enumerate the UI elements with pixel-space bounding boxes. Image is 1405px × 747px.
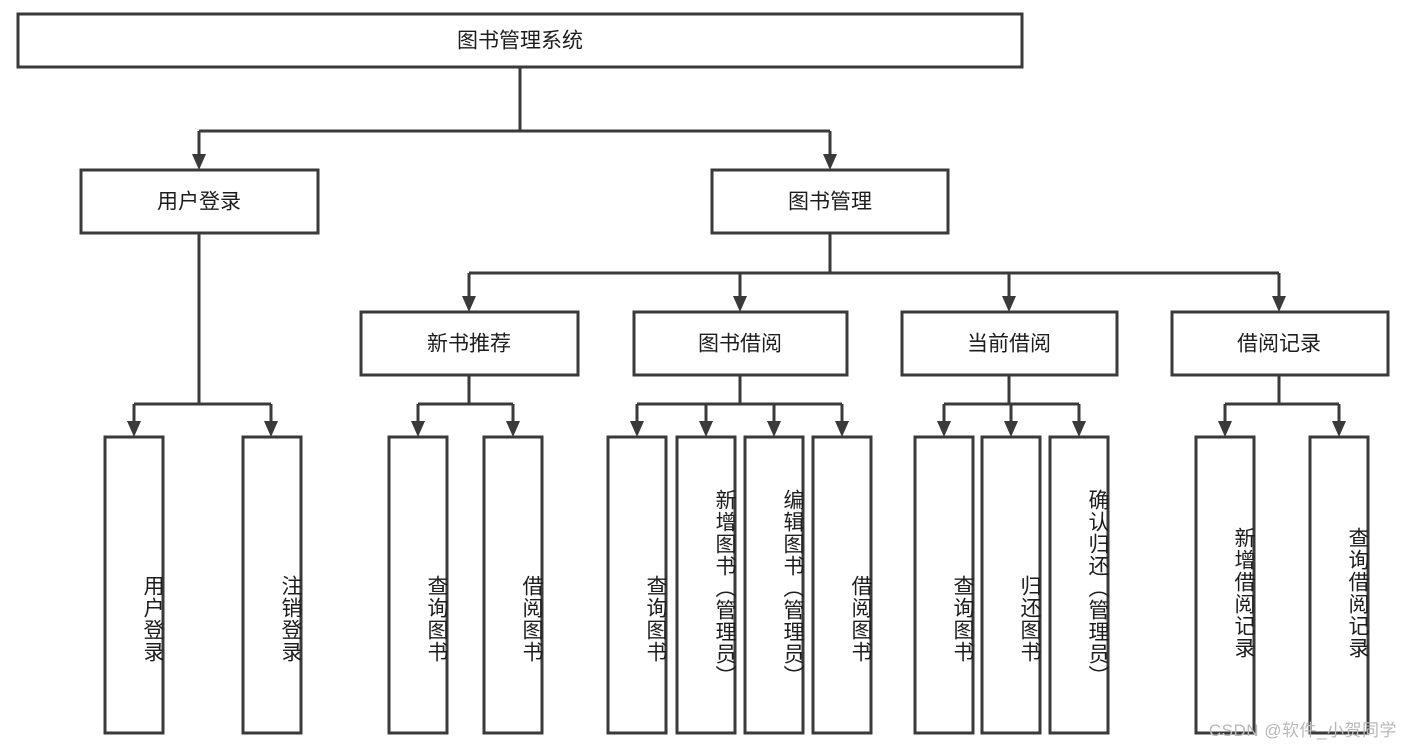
arrowhead-book-manage — [823, 154, 837, 170]
node-box-user-login[interactable] — [79, 168, 320, 235]
arrowhead-leaf-edit-book — [767, 421, 781, 437]
arrowhead-leaf-return-book — [1004, 421, 1018, 437]
arrowhead-new-book-rec — [462, 296, 476, 312]
arrowhead-leaf-query-record — [1332, 421, 1346, 437]
node-box-book-borrow[interactable] — [632, 310, 849, 377]
node-group: 图书管理系统 用户登录 图书管理 新书推荐 图书借阅 当前借阅 借阅记录 — [16, 12, 1390, 735]
arrowhead-borrow-record — [1272, 296, 1286, 312]
node-box-leaf-add-record[interactable] — [1194, 435, 1256, 735]
node-label-new-book-rec: 新书推荐 — [427, 333, 511, 356]
node-box-leaf-query-book-2[interactable] — [606, 435, 668, 735]
arrowhead-book-borrow — [733, 296, 747, 312]
edge-group — [127, 67, 1346, 437]
arrowhead-leaf-query-book-2 — [630, 421, 644, 437]
node-box-leaf-query-book-1[interactable] — [387, 435, 449, 735]
node-box-new-book-rec[interactable] — [359, 310, 580, 377]
node-box-book-manage[interactable] — [710, 168, 950, 235]
node-box-leaf-user-login[interactable] — [103, 435, 165, 735]
node-box-leaf-add-book[interactable] — [675, 435, 737, 735]
csdn-watermark: CSDN @软件_小贺同学 — [1208, 721, 1397, 740]
node-box-borrow-record[interactable] — [1170, 310, 1390, 377]
arrowhead-user-login — [192, 154, 206, 170]
arrowhead-leaf-add-record — [1218, 421, 1232, 437]
node-label-book-borrow: 图书借阅 — [698, 333, 782, 356]
node-box-root[interactable] — [16, 12, 1024, 69]
arrowhead-leaf-user-login — [127, 421, 141, 437]
arrowhead-leaf-query-book-1 — [411, 421, 425, 437]
node-label-current-borrow: 当前借阅 — [967, 333, 1051, 356]
node-box-leaf-confirm-return[interactable] — [1048, 435, 1110, 735]
node-label-user-login: 用户登录 — [157, 191, 241, 214]
node-label-root: 图书管理系统 — [457, 30, 583, 53]
node-box-leaf-logout[interactable] — [241, 435, 303, 735]
node-box-leaf-query-book-3[interactable] — [913, 435, 975, 735]
arrowhead-leaf-borrow-book-2 — [835, 421, 849, 437]
node-box-leaf-borrow-book-2[interactable] — [811, 435, 873, 735]
arrowhead-leaf-query-book-3 — [937, 421, 951, 437]
node-box-leaf-edit-book[interactable] — [743, 435, 805, 735]
arrowhead-leaf-borrow-book-1 — [506, 421, 520, 437]
arrowhead-leaf-confirm-return — [1072, 421, 1086, 437]
node-box-leaf-borrow-book-1[interactable] — [482, 435, 544, 735]
arrowhead-leaf-add-book — [699, 421, 713, 437]
node-label-borrow-record: 借阅记录 — [1237, 333, 1321, 356]
node-box-current-borrow[interactable] — [900, 310, 1119, 377]
node-box-leaf-return-book[interactable] — [980, 435, 1042, 735]
node-box-leaf-query-record[interactable] — [1308, 435, 1370, 735]
node-label-book-manage: 图书管理 — [788, 191, 872, 214]
arrowhead-current-borrow — [1002, 296, 1016, 312]
arrowhead-leaf-logout — [264, 421, 278, 437]
